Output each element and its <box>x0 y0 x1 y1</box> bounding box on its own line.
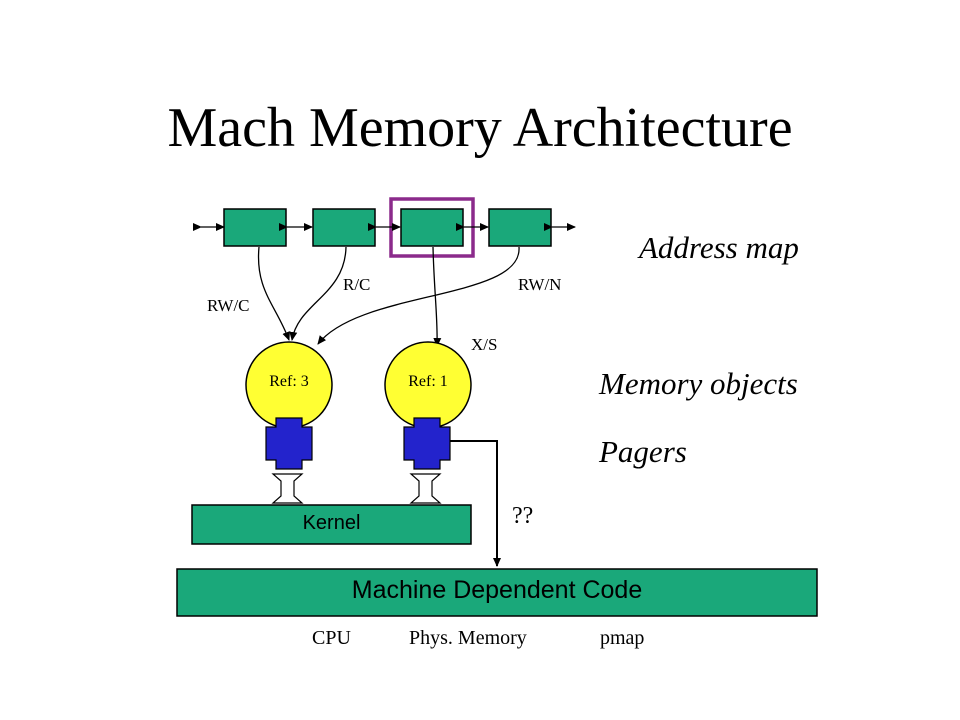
mdc-item-phys-memory: Phys. Memory <box>409 627 527 649</box>
map-entry-2[interactable] <box>312 208 376 247</box>
ref1-label: Ref: 1 <box>408 373 448 390</box>
memory-objects-label: Memory objects <box>599 366 798 401</box>
address-map-entries <box>223 197 552 258</box>
mdc-box[interactable] <box>176 568 818 617</box>
edge-label-rw-n: RW/N <box>518 275 562 294</box>
pagers-label: Pagers <box>599 434 687 469</box>
rw-n-arrow <box>317 246 520 345</box>
map-entry-4[interactable] <box>488 208 552 247</box>
edge-label-x-s: X/S <box>471 335 498 354</box>
page-title: Mach Memory Architecture <box>167 97 793 159</box>
mdc-item-cpu: CPU <box>312 627 351 649</box>
pager-kernel-arrow-1 <box>271 473 304 504</box>
r-c-arrow <box>289 246 347 341</box>
map-entry-1[interactable] <box>223 208 287 247</box>
kernel-label: Kernel <box>302 512 361 534</box>
ref3-label: Ref: 3 <box>269 373 309 390</box>
mdc-item-pmap: pmap <box>600 627 645 649</box>
pager-kernel-arrow-2 <box>409 473 442 504</box>
x-s-arrow <box>432 246 442 347</box>
pager-2[interactable] <box>403 417 451 470</box>
unknown-label: ?? <box>512 503 534 529</box>
pager-to-mdc-arrow <box>450 440 501 567</box>
mdc-label: Machine Dependent Code <box>351 576 643 604</box>
map-entry-3[interactable] <box>400 208 464 247</box>
address-map-label: Address map <box>639 230 799 265</box>
kernel-box[interactable] <box>191 504 472 545</box>
rw-c-arrow <box>257 246 290 341</box>
pager-1[interactable] <box>265 417 313 470</box>
edge-label-r-c: R/C <box>343 275 371 294</box>
edge-label-rw-c: RW/C <box>207 296 250 315</box>
mapping-arrows <box>257 246 520 347</box>
